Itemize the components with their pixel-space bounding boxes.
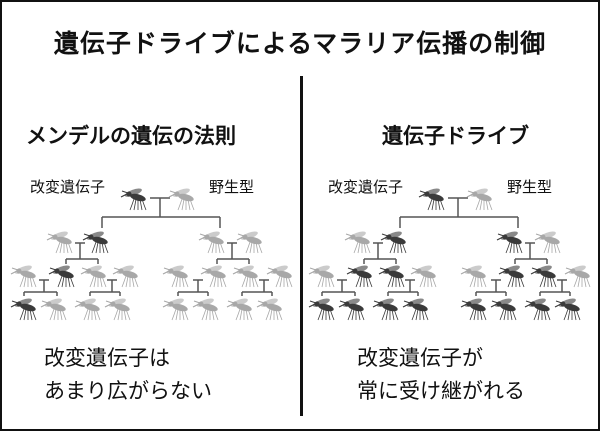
mosquito-modified-icon — [48, 265, 75, 288]
mosquito-modified-icon — [530, 265, 557, 288]
mosquito-modified-icon — [372, 298, 399, 321]
mosquito-wild-icon — [534, 231, 561, 254]
inheritance-tree-gene-drive — [308, 188, 591, 321]
mosquito-wild-icon — [46, 231, 73, 254]
mosquito-modified-icon — [308, 298, 335, 321]
mosquito-wild-icon — [162, 265, 189, 288]
mosquito-modified-icon — [460, 298, 487, 321]
mosquito-wild-icon — [410, 265, 437, 288]
mosquito-modified-icon — [380, 231, 407, 254]
panel-heading-mendel: メンデルの遺伝の法則 — [26, 124, 236, 148]
mosquito-modified-icon — [346, 265, 373, 288]
conclusion-line1: 改変遺伝子は — [44, 346, 170, 370]
label-wild-type: 野生型 — [209, 178, 255, 196]
inheritance-tree-mendel — [10, 188, 293, 321]
mosquito-wild-icon — [40, 298, 67, 321]
mosquito-wild-icon — [200, 265, 227, 288]
mosquito-wild-icon — [236, 231, 263, 254]
mosquito-wild-icon — [80, 265, 107, 288]
panel-divider — [300, 76, 303, 416]
mosquito-wild-icon — [192, 298, 219, 321]
mosquito-modified-icon — [496, 231, 523, 254]
mosquito-wild-icon — [168, 188, 195, 211]
mosquito-wild-icon — [256, 298, 283, 321]
mosquito-wild-icon — [308, 265, 335, 288]
mosquito-wild-icon — [104, 298, 131, 321]
conclusion-line2: あまり広がらない — [44, 379, 212, 403]
mosquito-wild-icon — [74, 298, 101, 321]
mosquito-wild-icon — [10, 265, 37, 288]
mosquito-modified-icon — [120, 188, 147, 211]
diagram-title: 遺伝子ドライブによるマラリア伝播の制御 — [53, 29, 547, 58]
mosquito-wild-icon — [226, 298, 253, 321]
mosquito-wild-icon — [466, 188, 493, 211]
conclusion-line1: 改変遺伝子が — [357, 346, 483, 370]
mosquito-wild-icon — [564, 265, 591, 288]
mosquito-wild-icon — [198, 231, 225, 254]
panel-heading-gene-drive: 遺伝子ドライブ — [382, 124, 529, 148]
mosquito-modified-icon — [554, 298, 581, 321]
mosquito-modified-icon — [418, 188, 445, 211]
mosquito-wild-icon — [232, 265, 259, 288]
mosquito-wild-icon — [344, 231, 371, 254]
label-wild-type: 野生型 — [507, 178, 553, 196]
mosquito-wild-icon — [266, 265, 293, 288]
mosquito-modified-icon — [378, 265, 405, 288]
mosquito-modified-icon — [10, 298, 37, 321]
mosquito-modified-icon — [524, 298, 551, 321]
mosquito-modified-icon — [498, 265, 525, 288]
mosquito-wild-icon — [460, 265, 487, 288]
mosquito-modified-icon — [82, 231, 109, 254]
mosquito-wild-icon — [162, 298, 189, 321]
mosquito-modified-icon — [338, 298, 365, 321]
conclusion-line2: 常に受け継がれる — [357, 379, 525, 403]
label-modified-gene: 改変遺伝子 — [328, 178, 404, 196]
label-modified-gene: 改変遺伝子 — [30, 178, 106, 196]
mosquito-modified-icon — [490, 298, 517, 321]
mosquito-wild-icon — [112, 265, 139, 288]
mosquito-modified-icon — [402, 298, 429, 321]
